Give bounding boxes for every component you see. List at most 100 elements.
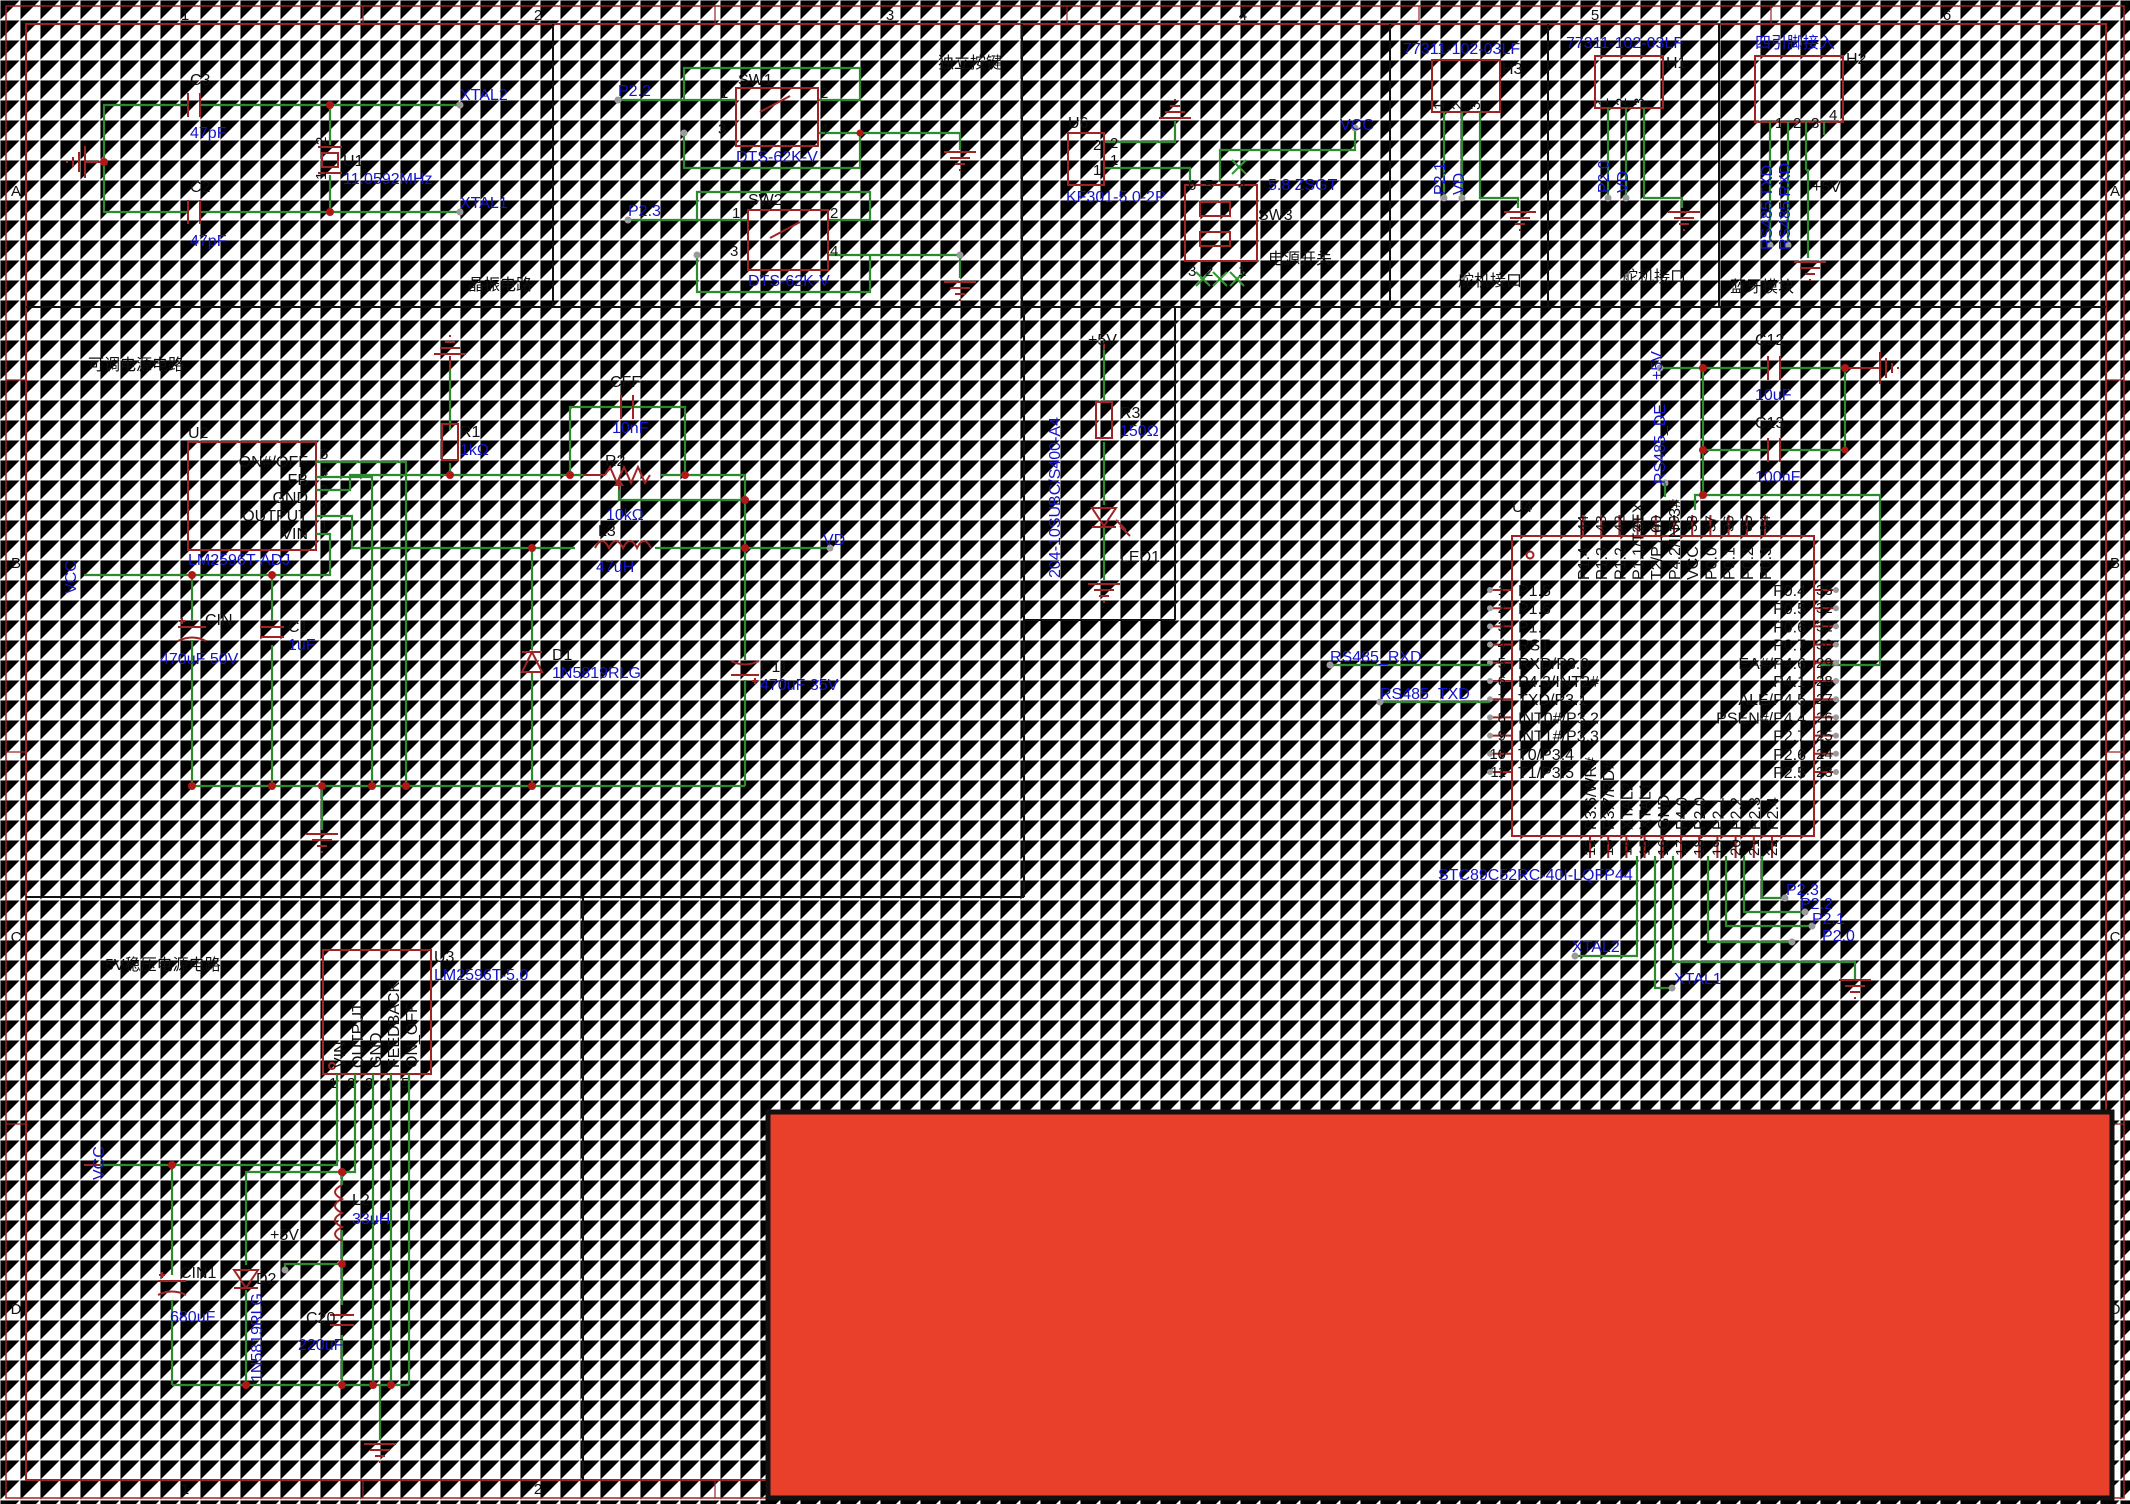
mcu-pin-name: RXD/P3.0 <box>1518 656 1589 673</box>
svg-text:3: 3 <box>1631 98 1648 106</box>
section-title-adj-power: 可调电源电路 <box>88 356 184 374</box>
svg-text:2: 2 <box>320 500 328 517</box>
mcu-pin-end <box>1487 769 1493 775</box>
d1-ref: D1 <box>552 647 573 664</box>
mcu-pin-end <box>1833 696 1839 703</box>
crystal-section: C3 47pF C2 47pF U1 11.0592MHz 2 1 XTAL2 … <box>66 72 532 294</box>
svg-text:5: 5 <box>320 446 328 463</box>
mcu-pin-number: 37 <box>1702 515 1719 532</box>
svg-text:2: 2 <box>1205 263 1213 280</box>
mcu-pin-end <box>1833 623 1839 630</box>
section-title-servo-h1: 舵机接口 <box>1622 268 1686 286</box>
mcu-pin-number: 42 <box>1611 515 1628 532</box>
svg-text:5: 5 <box>1205 177 1213 194</box>
u2-pin-name: ON#/OFF <box>239 454 309 471</box>
mcu-pin-name: P0.7 <box>1773 638 1806 655</box>
mcu-pin-number: 17 <box>1673 839 1690 856</box>
mcu-pin-name: P1.7 <box>1518 619 1551 636</box>
servo-h1-section: 77311-102-03LF H1 1 2 3 P2.0 VD 舵机接口 <box>1566 35 1701 286</box>
svg-text:1: 1 <box>1595 98 1612 106</box>
net-vcc-switch: VCC <box>1340 117 1374 134</box>
mcu-pin-number: 13 <box>1600 839 1617 856</box>
mcu-pin-end <box>1487 750 1493 757</box>
cff-value: 10nF <box>612 420 649 437</box>
border-label: D <box>11 1301 22 1318</box>
net-p20-mcu: P2.0 <box>1822 928 1855 945</box>
c11-ref: C11 <box>760 659 788 676</box>
mcu-pin-number: 4 <box>1498 637 1506 654</box>
cff-ref: CFF <box>610 374 641 391</box>
svg-text:1: 1 <box>720 85 728 102</box>
mcu-pin-number: 26 <box>1816 709 1833 726</box>
u2-ref: U2 <box>188 425 209 442</box>
mcu-pin-number: 14 <box>1618 839 1635 856</box>
mcu-pin-number: 25 <box>1816 728 1833 745</box>
section-dividers <box>26 24 2106 1480</box>
mcu-pin-number: 8 <box>1498 709 1506 726</box>
mcu-pin-end <box>1833 714 1839 721</box>
servo-h3-section: 77311-102-03LF H3 1 2 3 P2.1 VD 舵机接口 <box>1403 41 1537 290</box>
mcu-pin-name: P2.6 <box>1773 747 1806 764</box>
mcu-pin-end <box>1487 623 1493 630</box>
svg-text:2: 2 <box>1093 137 1101 154</box>
mcu-pin-name: P1.4 <box>1576 547 1593 580</box>
mcu-pin-number: 39 <box>1666 515 1683 532</box>
mcu-pin-number: 32 <box>1816 600 1833 617</box>
net-vd-out: VD <box>823 532 845 549</box>
u4-ref: U4 <box>1512 499 1533 516</box>
u1-value: 11.0592MHz <box>343 171 433 188</box>
u3-pin-name: OUTPUT <box>350 1002 367 1068</box>
border-label: D <box>2110 1301 2121 1318</box>
mcu-pin-name: P2.7 <box>1773 729 1806 746</box>
mcu-pin-name: VCC <box>1685 546 1702 580</box>
led1-ref: LED1 <box>1120 549 1160 566</box>
c11-value: 470uF 35V <box>760 677 839 694</box>
c12-ref: C12 <box>1755 332 1784 349</box>
l2-value: 33uH <box>352 1211 390 1228</box>
svg-text:1: 1 <box>1775 115 1783 132</box>
c13-value: 100nF <box>1755 469 1801 486</box>
sw3-value: 5.8 ZSGT <box>1268 177 1338 194</box>
svg-text:1: 1 <box>1238 263 1246 280</box>
border-label: 6 <box>1943 7 1951 24</box>
mcu-pin-number: 27 <box>1816 691 1833 708</box>
mcu-pin-end <box>1487 732 1493 739</box>
mcu-pin-number: 7 <box>1498 691 1506 708</box>
net-p22-btn: P2.2 <box>618 83 651 100</box>
mcu-pin-name: T2/P1.0 <box>1649 524 1666 580</box>
svg-text:2: 2 <box>1793 115 1801 132</box>
mcu-pin-number: 18 <box>1691 839 1708 856</box>
mcu-pin-name: PSEN#/P4.4 <box>1716 710 1806 727</box>
mcu-pin-number: 5 <box>1498 655 1506 672</box>
border-label: B <box>2110 555 2120 572</box>
net-vcc-reg: VCC <box>91 1146 108 1180</box>
svg-text:3: 3 <box>365 1075 373 1092</box>
c2-ref: C2 <box>190 179 211 196</box>
mcu-pin-number: 40 <box>1648 515 1665 532</box>
mcu-pin-number: 3 <box>1498 618 1506 635</box>
regulator-section: 5V稳压电源电路 U3 LM2596T-5.0 VIN OUTPUT GND F… <box>84 949 528 1463</box>
mcu-pin-number: 16 <box>1655 839 1672 856</box>
net-vd-h1: VD <box>1615 171 1632 193</box>
mcu-pin-number: 12 <box>1582 839 1599 856</box>
mcu-pin-name: XTAL2 <box>1619 782 1636 830</box>
mcu-pin-name: INT0#/P3.2 <box>1518 710 1599 727</box>
mcu-pin-number: 1 <box>1498 582 1506 599</box>
mcu-pin-name: P3.7/RD# <box>1601 761 1618 830</box>
mcu-pin-name: RST <box>1518 638 1550 655</box>
mcu-pin-name: P1.2 <box>1612 547 1629 580</box>
mcu-pin-number: 34 <box>1757 515 1774 532</box>
net-vd-h3: VD <box>1451 173 1468 195</box>
section-title-reg-power: 5V稳压电源电路 <box>105 956 221 974</box>
svg-text:3: 3 <box>1188 263 1196 280</box>
net-rs485-rxd-mcu: RS485_RXD <box>1330 649 1422 666</box>
mcu-pin-end <box>1833 659 1839 666</box>
mcu-section: +5V C12 10uF C13 100nF RS485_DE U4 STC89… <box>1326 332 1899 999</box>
mcu-pin-name: P0.0 <box>1703 547 1720 580</box>
mcu-pin-name: P1.6 <box>1518 601 1551 618</box>
border-label: C <box>11 929 22 946</box>
u3-value: LM2596T-5.0 <box>434 967 528 984</box>
net-p23-btn: P2.3 <box>628 203 661 220</box>
net-xtal2: XTAL2 <box>460 87 508 104</box>
